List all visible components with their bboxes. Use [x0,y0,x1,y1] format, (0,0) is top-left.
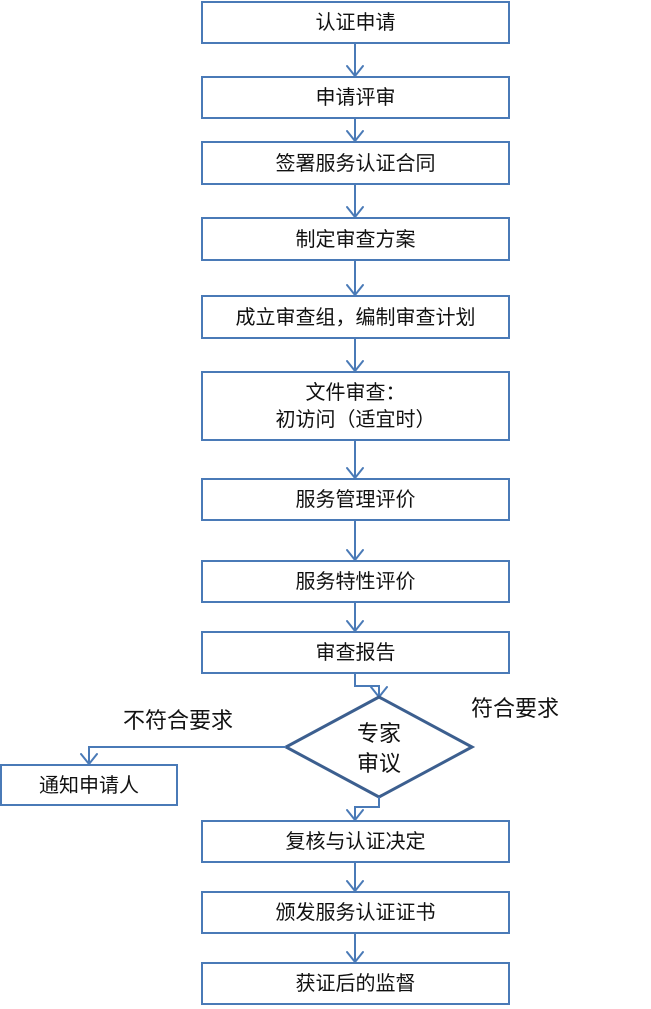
step-issue-certificate: 颁发服务认证证书 [201,891,510,934]
connector-8 [346,602,364,632]
connector-5 [346,338,364,372]
decision-label-line2: 审议 [357,752,401,777]
step-service-management-eval: 服务管理评价 [201,478,510,521]
step-post-certification-supervision-label: 获证后的监督 [296,971,416,995]
step-form-team-label: 成立审查组，编制审查计划 [236,305,476,329]
step-service-feature-eval-label: 服务特性评价 [296,569,416,593]
connector-4 [346,260,364,296]
step-document-review-box [201,371,510,441]
connector-pass [346,797,380,821]
step-issue-certificate-label: 颁发服务认证证书 [276,900,436,924]
step-issue-certificate-box [201,891,510,934]
step-form-team: 成立审查组，编制审查计划 [201,295,510,339]
step-service-management-eval-label: 服务管理评价 [296,487,416,511]
connector-11 [346,933,364,963]
step-form-team-box [201,295,510,339]
step-sign-contract-box [201,141,510,185]
connector-1 [346,43,364,77]
step-recheck-decision-label: 复核与认证决定 [286,829,426,853]
connector-2 [346,118,364,142]
step-review-plan: 制定审查方案 [201,217,510,261]
branch-fail-label: 不符合要求 [123,709,233,734]
step-service-feature-eval-box [201,560,510,603]
step-review-report-label: 审查报告 [316,640,396,664]
decision-expert-review: 专家 审议 [282,695,476,799]
step-service-feature-eval: 服务特性评价 [201,560,510,603]
connector-3 [346,184,364,218]
step-notify-applicant-label: 通知申请人 [39,773,139,797]
step-review-plan-label: 制定审查方案 [296,227,416,251]
step-application-box [201,1,510,44]
step-post-certification-supervision-box [201,962,510,1005]
step-recheck-decision-box [201,820,510,863]
branch-pass-label: 符合要求 [471,697,559,722]
connector-fail [80,746,286,765]
step-service-management-eval-box [201,478,510,521]
step-document-review-label-line1: 文件审查： [306,380,406,404]
step-recheck-decision: 复核与认证决定 [201,820,510,863]
connector-9 [354,673,388,698]
step-review-report: 审查报告 [201,631,510,674]
step-application: 认证申请 [201,1,510,44]
step-document-review-label-line2: 初访问（适宜时） [276,407,436,431]
step-sign-contract-label: 签署服务认证合同 [276,151,436,175]
step-sign-contract: 签署服务认证合同 [201,141,510,185]
step-application-review-label: 申请评审 [316,85,396,109]
connector-7 [346,520,364,561]
step-application-review-box [201,76,510,119]
step-application-label: 认证申请 [316,10,396,34]
connector-10 [346,862,364,892]
step-post-certification-supervision: 获证后的监督 [201,962,510,1005]
step-document-review: 文件审查： 初访问（适宜时） [201,371,510,441]
step-notify-applicant-box [0,764,178,806]
step-application-review: 申请评审 [201,76,510,119]
connector-6 [346,440,364,479]
decision-label-line1: 专家 [357,722,401,747]
step-notify-applicant: 通知申请人 [0,764,178,806]
decision-diamond [282,695,476,799]
